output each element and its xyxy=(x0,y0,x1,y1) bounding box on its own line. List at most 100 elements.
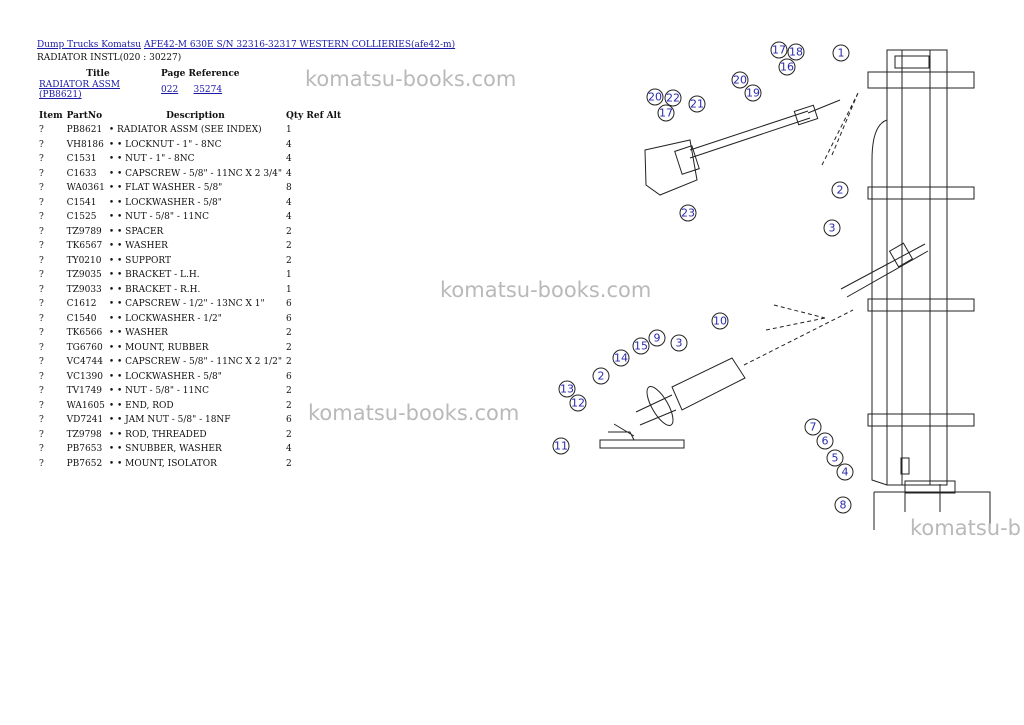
callout-2: 2 xyxy=(831,181,849,199)
callout-16: 16 xyxy=(778,58,796,76)
callout-number: 11 xyxy=(554,440,568,453)
cell-description: • • SNUBBER, WASHER xyxy=(108,444,222,455)
cell-qty: 2 xyxy=(285,429,292,440)
cell-qty: 8 xyxy=(285,183,292,194)
cell-qty: 4 xyxy=(285,154,292,165)
cell-qty: 4 xyxy=(285,168,292,179)
cell-part-no: VC4744 xyxy=(66,357,103,368)
callout-circle xyxy=(558,380,576,398)
cell-description: • • MOUNT, ISOLATOR xyxy=(108,458,217,469)
cell-part-no: TK6567 xyxy=(66,241,103,252)
cell-part-no: TZ9798 xyxy=(66,429,102,440)
callout-number: 10 xyxy=(713,315,727,328)
table-row: ?C1540• • LOCKWASHER - 1/2"6 xyxy=(37,312,343,327)
callout-5: 5 xyxy=(826,449,844,467)
cell-part-no: TZ9033 xyxy=(66,284,102,295)
cell-qty: 4 xyxy=(285,212,292,223)
cell-qty: 2 xyxy=(285,255,292,266)
table-row: ?C1612• • CAPSCREW - 1/2" - 13NC X 1"6 xyxy=(37,297,343,312)
cell-item: ? xyxy=(39,226,44,237)
callout-20: 20 xyxy=(731,71,749,89)
breadcrumb-link-category[interactable]: Dump Trucks Komatsu xyxy=(37,40,142,50)
table-row: ?VC1390• • LOCKWASHER - 5/8"6 xyxy=(37,370,343,385)
cell-description: • • WASHER xyxy=(108,328,168,339)
cell-item: ? xyxy=(39,299,44,310)
cell-qty: 2 xyxy=(285,400,292,411)
callout-number: 17 xyxy=(659,107,673,120)
cell-part-no: C1525 xyxy=(66,212,97,223)
callout-circle xyxy=(670,334,688,352)
cell-description: • • CAPSCREW - 5/8" - 11NC X 2 1/2" xyxy=(108,357,282,368)
ref-title-link[interactable]: RADIATOR ASSM (PB8621) xyxy=(39,80,120,100)
cell-qty: 2 xyxy=(285,226,292,237)
cell-part-no: TY0210 xyxy=(66,255,102,266)
table-row: ?VC4744• • CAPSCREW - 5/8" - 11NC X 2 1/… xyxy=(37,355,343,370)
cell-item: ? xyxy=(39,125,44,136)
cell-description: • • LOCKWASHER - 5/8" xyxy=(108,371,222,382)
table-row: ?C1541• • LOCKWASHER - 5/8"4 xyxy=(37,196,343,211)
callout-21: 21 xyxy=(688,95,706,113)
callout-circle xyxy=(831,181,849,199)
breadcrumb-link-model[interactable]: AFE42-M 630E S/N 32316-32317 WESTERN COL… xyxy=(143,40,456,50)
cell-description: • • NUT - 5/8" - 11NC xyxy=(108,386,210,397)
col-part-no: PartNo xyxy=(66,111,103,121)
cell-item: ? xyxy=(39,197,44,208)
callout-circle xyxy=(836,463,854,481)
cell-item: ? xyxy=(39,458,44,469)
cell-item: ? xyxy=(39,284,44,295)
callout-number: 4 xyxy=(842,466,849,479)
cell-part-no: TK6566 xyxy=(66,328,103,339)
cell-item: ? xyxy=(39,139,44,150)
callout-20: 20 xyxy=(646,88,664,106)
table-row: ?PB8621• RADIATOR ASSM (SEE INDEX)1 xyxy=(37,123,343,138)
callout-number: 18 xyxy=(789,46,803,59)
callout-circle xyxy=(744,84,762,102)
cell-description: • • END, ROD xyxy=(108,400,174,411)
cell-qty: 2 xyxy=(285,241,292,252)
callout-1: 1 xyxy=(832,44,850,62)
callout-number: 20 xyxy=(733,74,747,87)
cell-item: ? xyxy=(39,328,44,339)
callout-number: 9 xyxy=(654,332,661,345)
ref-page-link[interactable]: 022 xyxy=(161,85,179,95)
radiator-frame xyxy=(886,49,948,486)
cell-description: • • BRACKET - L.H. xyxy=(108,270,200,281)
callout-number: 14 xyxy=(614,352,628,365)
callout-circle xyxy=(592,367,610,385)
cell-qty: 4 xyxy=(285,444,292,455)
callout-number: 12 xyxy=(571,397,585,410)
callout-3: 3 xyxy=(823,219,841,237)
col-description: Description xyxy=(166,111,225,121)
ref-number-link[interactable]: 35274 xyxy=(193,85,223,95)
callout-13: 13 xyxy=(558,380,576,398)
callout-7: 7 xyxy=(804,418,822,436)
cell-item: ? xyxy=(39,444,44,455)
cell-part-no: C1531 xyxy=(66,154,97,165)
cell-item: ? xyxy=(39,371,44,382)
cell-description: • • LOCKWASHER - 1/2" xyxy=(108,313,222,324)
callout-circle xyxy=(688,95,706,113)
callout-number: 3 xyxy=(676,337,683,350)
table-row: ?C1633• • CAPSCREW - 5/8" - 11NC X 2 3/4… xyxy=(37,167,343,182)
callout-circle xyxy=(552,437,570,455)
cell-description: • • LOCKWASHER - 5/8" xyxy=(108,197,222,208)
callout-23: 23 xyxy=(679,204,697,222)
parts-table: Item PartNo Description Qty Ref Alt ?PB8… xyxy=(37,109,343,471)
cell-qty: 2 xyxy=(285,458,292,469)
callout-17: 17 xyxy=(770,41,788,59)
callout-number: 15 xyxy=(634,340,648,353)
cell-qty: 2 xyxy=(285,342,292,353)
cell-part-no: PB7652 xyxy=(66,458,103,469)
cell-part-no: TV1749 xyxy=(66,386,103,397)
callout-circle xyxy=(632,337,650,355)
page-reference-table: Title Page Reference RADIATOR ASSM (PB86… xyxy=(37,67,242,101)
col-qty: Qty xyxy=(285,111,304,121)
callout-number: 20 xyxy=(648,91,662,104)
